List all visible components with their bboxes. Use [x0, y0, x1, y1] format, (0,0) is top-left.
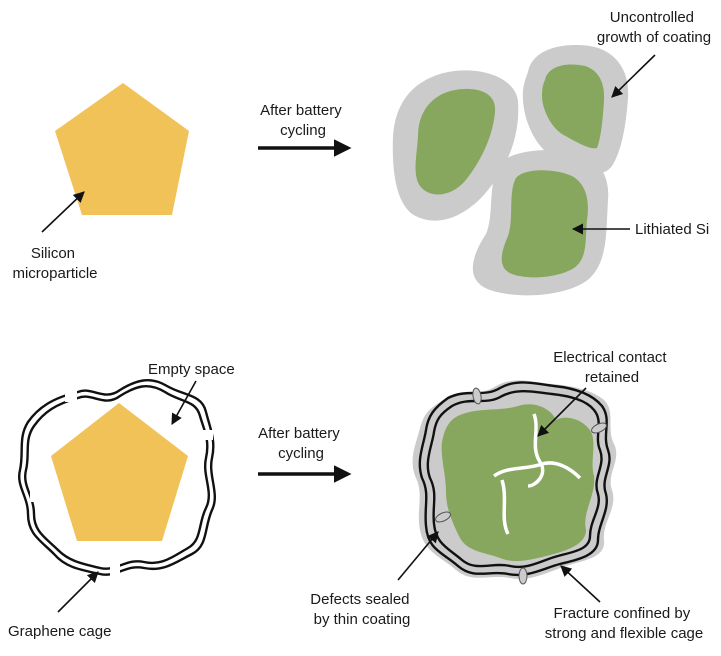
top-coating-label: Uncontrolled growth of coating	[597, 9, 711, 46]
bottom-fracture-pointer-arrow	[560, 565, 601, 603]
bottom-defects-pointer-arrow	[397, 531, 439, 581]
top-particle-bottom	[472, 150, 609, 296]
bottom-contact-label: Electrical contact retained	[553, 349, 671, 386]
top-particle-right	[522, 45, 629, 174]
bottom-cage-label: Graphene cage	[8, 623, 111, 640]
bottom-caged-particle	[412, 380, 617, 585]
top-silicon-pentagon	[55, 83, 189, 215]
bottom-silicon-pentagon	[51, 403, 188, 541]
bottom-empty-space-label: Empty space	[148, 361, 235, 378]
top-silicon-label: Silicon microparticle	[12, 245, 97, 282]
bottom-cage-pointer-arrow	[57, 571, 99, 613]
bottom-defects-label: Defects sealed by thin coating	[310, 591, 413, 628]
bottom-cage-gaps	[30, 388, 213, 576]
top-coating-pointer-arrow	[611, 54, 656, 98]
top-process-label: After battery cycling	[260, 102, 346, 139]
bottom-graphene-cage	[17, 379, 217, 576]
bottom-process-label: After battery cycling	[258, 425, 344, 462]
top-particle-left	[392, 70, 519, 221]
bottom-empty-space-pointer-arrow	[171, 380, 197, 425]
top-lithiated-label: Lithiated Si	[635, 221, 709, 238]
bottom-fracture-label: Fracture confined by strong and flexible…	[545, 605, 703, 642]
top-silicon-pointer-arrow	[41, 191, 85, 233]
bottom-contact-pointer-arrow	[537, 387, 587, 437]
